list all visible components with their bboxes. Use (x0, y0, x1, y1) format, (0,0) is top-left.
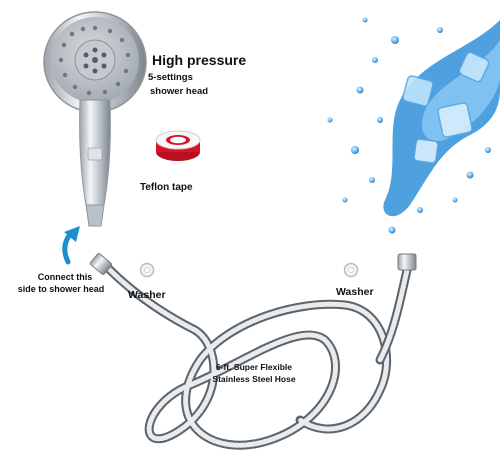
hose-label-line-2: Stainless Steel Hose (204, 374, 304, 384)
washer-left (141, 264, 154, 277)
subtitle-line-2: shower head (150, 86, 208, 97)
water-splash (328, 18, 500, 234)
connect-label-line-2: side to shower head (6, 284, 116, 294)
shower-head (44, 12, 146, 226)
washer-right (345, 264, 358, 277)
teflon-tape-label: Teflon tape (140, 182, 193, 193)
product-title: High pressure (152, 52, 246, 68)
hose-end-right (398, 254, 416, 270)
washer-left-label: Washer (128, 289, 166, 301)
connect-label-line-1: Connect this (20, 272, 110, 282)
subtitle-line-1: 5-settings (148, 72, 193, 83)
hose-label-line-1: 6-ft. Super Flexible (204, 362, 304, 372)
connect-arrow (64, 226, 80, 262)
washer-right-label: Washer (336, 286, 374, 298)
teflon-tape (156, 131, 200, 161)
